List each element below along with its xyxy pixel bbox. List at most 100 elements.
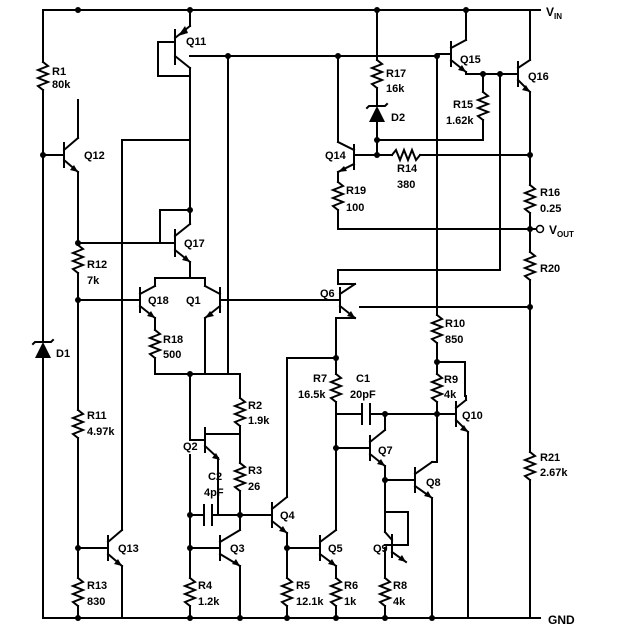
svg-text:1.2k: 1.2k: [198, 596, 220, 608]
vout-terminal: VOUT: [337, 223, 574, 239]
svg-text:R16: R16: [540, 187, 560, 199]
svg-text:R1: R1: [52, 66, 66, 78]
svg-text:D1: D1: [56, 348, 70, 360]
svg-text:2.67k: 2.67k: [540, 467, 568, 479]
gnd-rail: GND: [42, 613, 575, 627]
transistor-q5: Q5: [286, 528, 343, 568]
transistor-q10: Q10: [454, 398, 483, 434]
svg-text:D2: D2: [391, 112, 405, 124]
transistor-q1: Q1: [186, 277, 222, 320]
svg-text:R6: R6: [344, 580, 358, 592]
zener-diode-d2: D2: [365, 102, 405, 124]
transistor-q7: Q7: [368, 428, 393, 468]
svg-text:1.9k: 1.9k: [248, 415, 270, 427]
svg-text:VOUT: VOUT: [549, 223, 574, 239]
svg-text:R21: R21: [540, 452, 560, 464]
svg-text:R14: R14: [397, 163, 418, 175]
vin-rail: VIN: [42, 5, 562, 21]
svg-text:R3: R3: [248, 465, 262, 477]
svg-text:R11: R11: [87, 410, 107, 422]
svg-text:12.1k: 12.1k: [296, 596, 324, 608]
svg-text:Q16: Q16: [528, 71, 549, 83]
svg-text:R20: R20: [540, 263, 560, 275]
svg-text:Q1: Q1: [186, 295, 201, 307]
resistor-r9: R9 4k: [429, 372, 458, 404]
svg-text:Q2: Q2: [183, 441, 198, 453]
svg-text:Q12: Q12: [84, 150, 105, 162]
resistor-r18: R18 500: [147, 328, 183, 361]
svg-text:16k: 16k: [386, 83, 405, 95]
svg-text:830: 830: [87, 596, 105, 608]
junction-dots: [40, 7, 533, 621]
svg-text:Q15: Q15: [460, 54, 481, 66]
resistor-r7: R7 16.5k: [298, 372, 344, 404]
transistor-q18: Q18: [138, 277, 169, 320]
svg-text:R10: R10: [445, 318, 465, 330]
svg-text:R19: R19: [346, 185, 366, 197]
resistor-r21: R21 2.67k: [522, 450, 568, 482]
transistor-q13: Q13: [77, 528, 139, 568]
resistor-r17: R17 16k: [369, 58, 406, 95]
resistor-r8: R8 4k: [377, 576, 407, 608]
svg-text:Q4: Q4: [280, 510, 296, 522]
resistor-r5: R5 12.1k: [279, 576, 324, 608]
transistor-q11: Q11: [173, 24, 206, 70]
svg-text:R5: R5: [296, 580, 310, 592]
svg-text:4.97k: 4.97k: [87, 426, 115, 438]
svg-text:1.62k: 1.62k: [446, 115, 474, 127]
resistor-r15: R15 1.62k: [446, 90, 491, 127]
transistor-q12: Q12: [42, 136, 105, 174]
svg-text:Q11: Q11: [186, 36, 206, 48]
svg-text:Q3: Q3: [230, 543, 245, 555]
svg-text:Q18: Q18: [148, 295, 169, 307]
svg-text:4pF: 4pF: [204, 487, 224, 499]
svg-text:1k: 1k: [344, 596, 357, 608]
svg-text:Q7: Q7: [378, 445, 393, 457]
svg-text:0.25: 0.25: [540, 203, 561, 215]
svg-text:Q17: Q17: [184, 238, 205, 250]
svg-text:Q10: Q10: [462, 410, 483, 422]
transistor-q3: Q3: [189, 528, 245, 568]
zener-diode-d1: D1: [31, 338, 70, 360]
svg-text:C1: C1: [356, 373, 370, 385]
resistor-r20: R20: [522, 250, 560, 282]
resistor-r6: R6 1k: [328, 576, 358, 608]
svg-text:Q5: Q5: [328, 543, 343, 555]
transistor-q6: Q6: [320, 282, 357, 320]
resistor-r10: R10 850: [429, 313, 465, 346]
transistor-q15: Q15: [449, 38, 481, 74]
svg-text:7k: 7k: [87, 275, 100, 287]
svg-text:GND: GND: [548, 613, 575, 627]
svg-text:80k: 80k: [52, 79, 71, 91]
resistor-r3: R3 26: [232, 461, 262, 493]
resistor-r14: R14 380: [376, 147, 531, 191]
resistor-r12: R12 7k: [70, 243, 107, 287]
svg-text:380: 380: [397, 179, 415, 191]
resistor-r2: R2 1.9k: [232, 396, 270, 428]
svg-text:R15: R15: [453, 99, 473, 111]
svg-text:R13: R13: [87, 580, 107, 592]
resistor-r13: R13 830: [70, 576, 107, 608]
svg-text:16.5k: 16.5k: [298, 389, 326, 401]
svg-text:R18: R18: [163, 334, 183, 346]
svg-text:850: 850: [445, 334, 463, 346]
resistor-r16: R16 0.25: [522, 183, 561, 215]
resistor-r1: R1 80k: [35, 60, 71, 92]
svg-text:VIN: VIN: [546, 5, 562, 21]
svg-text:R8: R8: [393, 580, 407, 592]
resistor-r19: R19 100: [330, 180, 366, 214]
svg-text:Q8: Q8: [426, 477, 441, 489]
transistor-q16: Q16: [516, 58, 549, 94]
svg-text:R9: R9: [444, 374, 458, 386]
capacitor-c1: C1 20pF: [335, 373, 457, 425]
transistor-q8: Q8: [413, 460, 441, 500]
svg-text:R12: R12: [87, 259, 107, 271]
svg-text:R7: R7: [313, 373, 327, 385]
svg-text:100: 100: [346, 202, 364, 214]
svg-text:R4: R4: [198, 580, 213, 592]
svg-text:26: 26: [248, 481, 260, 493]
transistor-q2: Q2: [183, 373, 241, 460]
resistor-r11: R11 4.97k: [70, 408, 115, 440]
